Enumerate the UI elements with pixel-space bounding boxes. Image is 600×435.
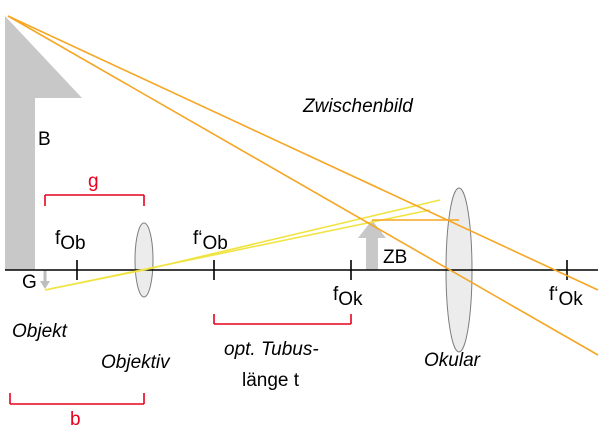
virtual-image-arrow [5,16,82,270]
bracket-g [44,194,145,206]
label-f-ob-prime: f‘Ob [193,228,228,254]
label-tubus-line2: länge t [242,370,300,391]
label-f-ok: fOk [333,284,363,310]
objective-lens [134,222,154,298]
label-zwischenbild: Zwischenbild [302,96,414,117]
object-arrow [40,270,50,289]
label-f-ob: fOb [55,228,86,254]
label-b-big: B [38,129,51,150]
bracket-tube-length [213,314,352,325]
label-objekt: Objekt [12,321,68,342]
label-okular: Okular [424,350,481,371]
label-tubus-line1: opt. Tubus- [224,339,319,360]
label-b-red: b [70,409,81,430]
intermediate-image-arrow [358,220,386,270]
objective-rays [44,199,441,291]
label-g-red: g [88,171,99,192]
label-zb: ZB [383,247,407,268]
eyepiece-rays [7,15,599,356]
bracket-b [9,393,145,405]
label-objektiv: Objektiv [101,352,171,373]
label-f-ok-prime: f‘Ok [549,284,583,310]
label-g-small: G [22,272,37,293]
